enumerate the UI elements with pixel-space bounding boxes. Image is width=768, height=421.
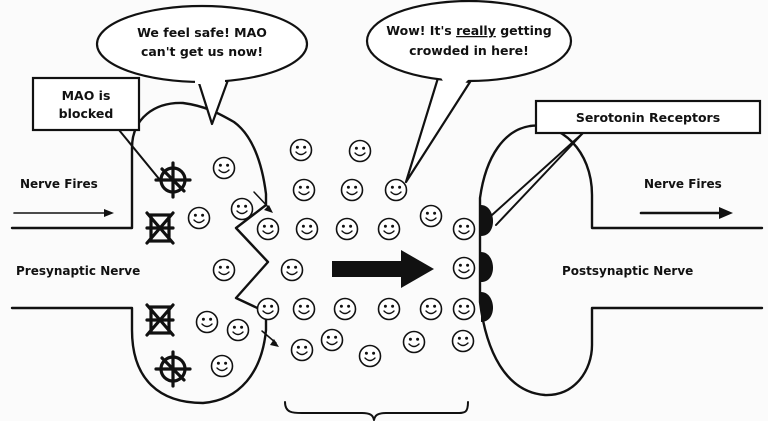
smiley-face-icon (384, 178, 408, 202)
smiley-face-icon (358, 344, 382, 368)
smiley-face-icon (452, 297, 476, 321)
bold-arrow-right-icon (332, 250, 434, 288)
crossed-enzyme-icon (154, 161, 192, 199)
smiley-face-icon (402, 330, 426, 354)
speech-bubble-right: Wow! It's really getting crowded in here… (365, 0, 573, 184)
receptor-bump-icon (481, 205, 494, 236)
blocked-mao-enzymes (145, 161, 192, 388)
smiley-face-icon (256, 297, 280, 321)
smiley-face-icon (256, 217, 280, 241)
postsynaptic-nerve-label: Postsynaptic Nerve (562, 264, 693, 278)
smiley-face-icon (377, 297, 401, 321)
smiley-face-icon (452, 256, 476, 280)
serotonin-molecules (187, 138, 476, 378)
nerve-fires-right-arrow (639, 207, 733, 219)
receptor-bump-icon (481, 292, 494, 322)
smiley-face-icon (290, 338, 314, 362)
speech-bubble-right-line-1: Wow! It's really getting (386, 23, 551, 38)
smiley-face-icon (187, 206, 211, 230)
presynaptic-nerve-outline (10, 101, 270, 405)
smiley-face-icon (451, 329, 475, 353)
smiley-face-icon (333, 297, 357, 321)
smiley-face-icon (226, 318, 250, 342)
speech-bubble-left-line-1: We feel safe! MAO (137, 25, 267, 40)
postsynaptic-nerve-outline (478, 124, 764, 397)
serotonin-receptors-callout: Serotonin Receptors (491, 99, 762, 226)
crossed-enzyme-icon (154, 350, 192, 388)
smiley-face-icon (340, 178, 364, 202)
smiley-face-icon (212, 258, 236, 282)
smiley-face-icon (295, 217, 319, 241)
nerve-fires-left-arrow (13, 209, 114, 217)
smiley-face-icon (320, 328, 344, 352)
speech-bubble-right-line-2: crowded in here! (409, 43, 529, 58)
smiley-face-icon (210, 354, 234, 378)
smiley-face-icon (348, 139, 372, 163)
speech-bubble-left-line-2: can't get us now! (141, 44, 263, 59)
nerve-fires-left-label: Nerve Fires (20, 177, 98, 191)
smiley-face-icon (419, 204, 443, 228)
smiley-face-icon (280, 258, 304, 282)
smiley-face-icon (452, 217, 476, 241)
mao-blocked-line-1: MAO is (62, 88, 111, 103)
smiley-face-icon (230, 197, 254, 221)
mao-blocked-line-2: blocked (59, 106, 114, 121)
smiley-face-icon (292, 297, 316, 321)
crossed-enzyme-icon (145, 303, 175, 337)
crossed-enzyme-icon (145, 211, 175, 245)
receptor-bump-icon (481, 252, 494, 282)
smiley-face-icon (212, 156, 236, 180)
presynaptic-nerve-label: Presynaptic Nerve (16, 264, 140, 278)
smiley-face-icon (419, 297, 443, 321)
smiley-face-icon (292, 178, 316, 202)
smiley-face-icon (195, 310, 219, 334)
mao-blocked-callout: MAO is blocked (31, 76, 161, 181)
serotonin-receptors-label: Serotonin Receptors (576, 110, 720, 125)
nerve-fires-right-label: Nerve Fires (644, 177, 722, 191)
smiley-face-icon (335, 217, 359, 241)
smiley-face-icon (377, 217, 401, 241)
speech-bubble-left: We feel safe! MAO can't get us now! (95, 4, 309, 126)
serotonin-receptors (481, 205, 494, 322)
smiley-face-icon (289, 138, 313, 162)
release-arrows (253, 191, 279, 347)
synaptic-cleft-brace (284, 401, 469, 421)
